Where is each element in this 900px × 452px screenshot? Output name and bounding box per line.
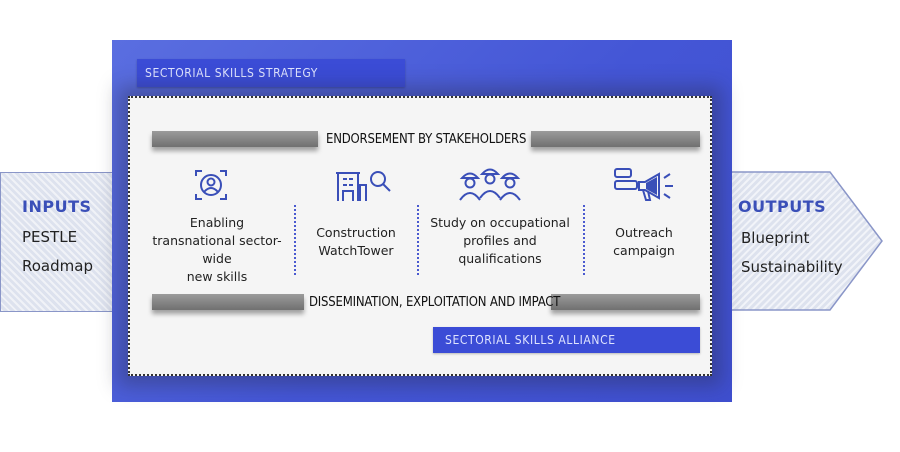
megaphone-icon <box>614 168 673 201</box>
column-text-line: Outreach <box>615 225 673 240</box>
outputs-arrow <box>700 171 883 311</box>
strategy-label: SECTORIAL SKILLS STRATEGY <box>137 59 405 87</box>
column-text-line: transnational sector-wide <box>152 233 282 266</box>
outputs-title: OUTPUTS <box>738 197 827 216</box>
column-construction-watchtower: Construction WatchTower <box>302 224 410 260</box>
outputs-item-sustainability: Sustainability <box>741 258 843 276</box>
column-text-line: Study on occupational <box>430 215 570 230</box>
dissemination-band-right <box>551 294 700 310</box>
column-divider <box>583 205 585 275</box>
column-occupational-study: Study on occupational profiles and quali… <box>420 214 580 268</box>
alliance-label: SECTORIAL SKILLS ALLIANCE <box>433 327 700 353</box>
endorsement-band-left <box>152 131 318 147</box>
dissemination-band-left <box>152 294 304 310</box>
person-target-icon <box>195 170 227 200</box>
column-divider <box>294 205 296 275</box>
column-divider <box>417 205 419 275</box>
column-text-line: Construction <box>316 225 396 240</box>
column-outreach-campaign: Outreach campaign <box>592 224 696 260</box>
column-text-line: new skills <box>186 269 248 284</box>
column-enabling-skills: Enabling transnational sector-wide new s… <box>138 214 296 286</box>
building-search-icon <box>336 171 391 201</box>
inputs-item-pestle: PESTLE <box>22 228 78 246</box>
column-text-line: profiles and <box>463 233 537 248</box>
column-text-line: campaign <box>613 243 675 258</box>
column-text-line: Enabling <box>189 215 245 230</box>
inputs-title: INPUTS <box>22 197 92 216</box>
dissemination-label: DISSEMINATION, EXPLOITATION AND IMPACT <box>309 295 561 310</box>
workers-group-icon <box>459 168 521 201</box>
inputs-item-roadmap: Roadmap <box>22 257 93 275</box>
column-text-line: WatchTower <box>318 243 394 258</box>
column-text-line: qualifications <box>458 251 542 266</box>
endorsement-label: ENDORSEMENT BY STAKEHOLDERS <box>326 132 527 147</box>
endorsement-band-right <box>531 131 700 147</box>
outputs-item-blueprint: Blueprint <box>741 229 810 247</box>
